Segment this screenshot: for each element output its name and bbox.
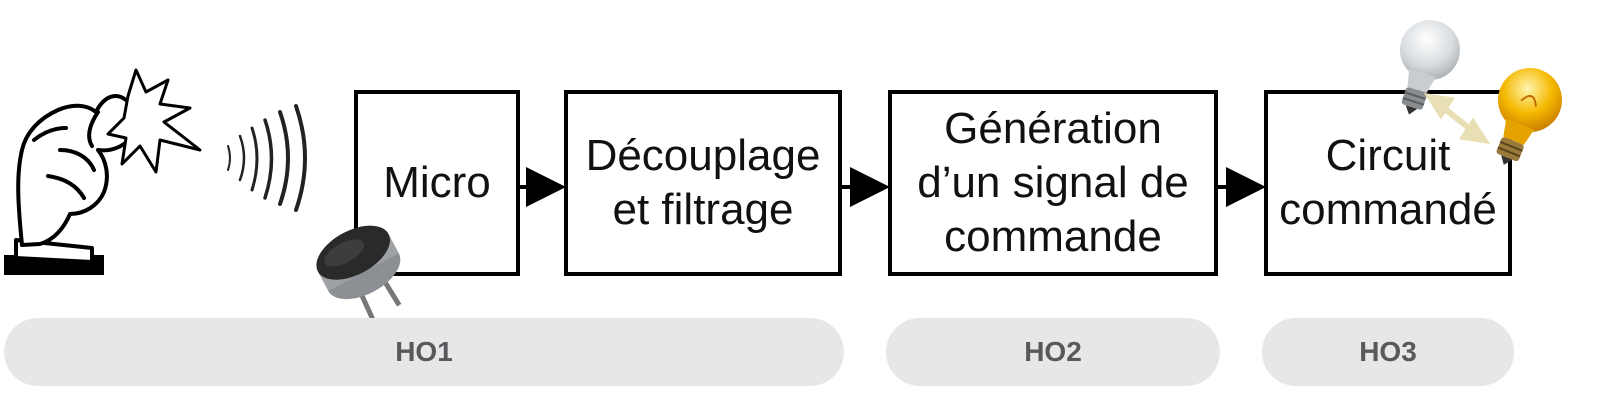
sound-waves-icon xyxy=(227,104,307,212)
band-ho1: HO1 xyxy=(4,318,844,386)
finger-snap-illustration xyxy=(4,68,307,275)
block-micro: Micro xyxy=(354,90,520,276)
block-generation: Génération d’un signal de commande xyxy=(888,90,1218,276)
band-ho2-label: HO2 xyxy=(1024,336,1082,367)
block-decouplage: Découplage et filtrage xyxy=(564,90,842,276)
microphone-icon xyxy=(316,225,402,321)
block-decouplage-label: Découplage et filtrage xyxy=(585,131,821,234)
block-micro-label: Micro xyxy=(383,158,491,207)
double-arrow-icon xyxy=(1423,93,1491,144)
band-ho2: HO2 xyxy=(886,318,1220,386)
block-generation-label: Génération d’un signal de commande xyxy=(917,104,1189,261)
block-circuit-label: Circuit commandé xyxy=(1279,131,1497,234)
band-ho3-label: HO3 xyxy=(1359,336,1417,367)
lightbulb-off-icon xyxy=(1400,20,1460,115)
band-ho1-label: HO1 xyxy=(395,336,453,367)
finger-snap-icon xyxy=(4,68,202,275)
block-circuit: Circuit commandé xyxy=(1264,90,1512,276)
lightbulb-on-icon xyxy=(1496,68,1562,165)
band-ho3: HO3 xyxy=(1262,318,1514,386)
